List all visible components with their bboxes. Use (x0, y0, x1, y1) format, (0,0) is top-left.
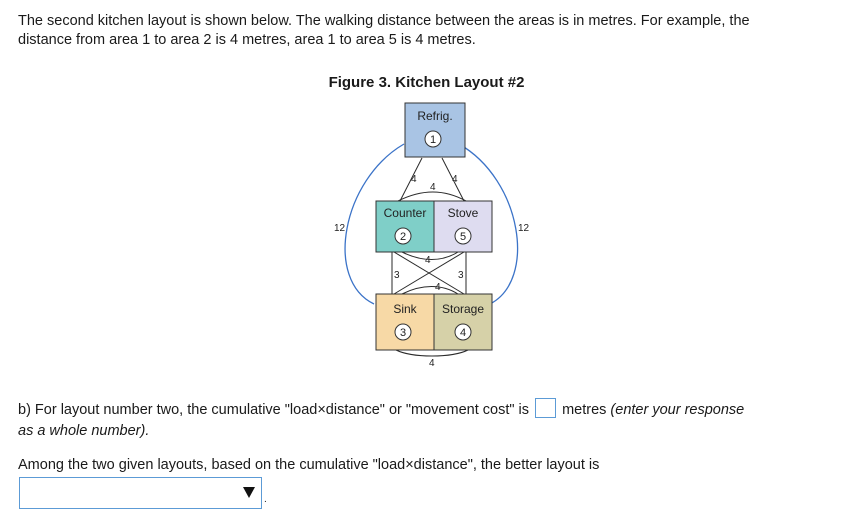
edge-mid-bottom-arc (401, 286, 459, 295)
dist-1-2: 4 (411, 174, 417, 185)
figure-title: Figure 3. Kitchen Layout #2 (328, 74, 525, 91)
num-4: 4 (460, 327, 466, 339)
kitchen-layout-svg: Refrig. 1 Counter 2 Stove 5 Sink 3 Stora… (334, 102, 530, 369)
loop-right (458, 143, 519, 305)
edge-1-5 (441, 157, 465, 202)
circle-4 (454, 323, 472, 341)
question-b: b) For layout number two, the cumulative… (18, 398, 843, 442)
box-sink (375, 293, 435, 351)
box-refrig (404, 102, 466, 158)
edge-2-5-arc (397, 191, 467, 202)
dist-1-5: 4 (452, 174, 458, 185)
loop-bottom (395, 349, 469, 357)
loop-left (344, 143, 405, 305)
question-b-unit: metres (562, 402, 607, 418)
dist-cross-bottom: 4 (435, 282, 441, 293)
label-refrig: Refrig. (417, 109, 452, 123)
question-c-text: Among the two given layouts, based on th… (18, 457, 600, 473)
circle-2 (394, 227, 412, 245)
box-storage (433, 293, 493, 351)
question-b-note-2: as a whole number). (18, 423, 150, 439)
label-counter: Counter (384, 206, 427, 220)
circle-5 (454, 227, 472, 245)
circle-3 (394, 323, 412, 341)
kitchen-layout-diagram: Refrig. 1 Counter 2 Stove 5 Sink 3 Stora… (332, 100, 530, 375)
intro-paragraph: The second kitchen layout is shown below… (18, 12, 848, 50)
dist-left-loop: 12 (334, 223, 346, 234)
num-2: 2 (400, 231, 406, 243)
dist-5-4: 3 (458, 270, 464, 281)
edge-mid-top-arc (401, 251, 459, 260)
question-b-text: b) For layout number two, the cumulative… (18, 402, 529, 418)
label-sink: Sink (393, 302, 417, 316)
dist-right-loop: 12 (518, 223, 530, 234)
intro-line-2: distance from area 1 to area 2 is 4 metr… (18, 32, 476, 48)
num-5: 5 (460, 231, 466, 243)
dist-2-3: 3 (394, 270, 400, 281)
movement-cost-input[interactable] (535, 398, 557, 418)
edge-1-2 (399, 157, 423, 202)
question-b-note: (enter your response (610, 402, 745, 418)
dropdown-arrow-icon[interactable] (243, 487, 255, 498)
label-storage: Storage (442, 302, 484, 316)
trailing-period: . (264, 494, 267, 505)
dist-cross-top: 4 (425, 255, 431, 266)
num-3: 3 (400, 327, 406, 339)
edge-cross-b (393, 251, 465, 295)
circle-1 (424, 130, 442, 148)
num-1: 1 (430, 134, 436, 146)
intro-line-1: The second kitchen layout is shown below… (18, 13, 750, 29)
dist-2-5-top: 4 (430, 182, 436, 193)
better-layout-dropdown[interactable] (19, 477, 262, 509)
label-stove: Stove (448, 206, 479, 220)
dist-3-4: 4 (429, 358, 435, 369)
